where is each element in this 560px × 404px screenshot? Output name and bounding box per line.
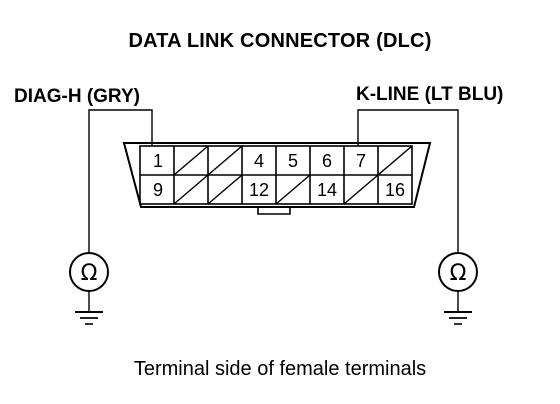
pin-7: 7 (356, 151, 366, 171)
pin-1: 1 (153, 151, 163, 171)
diag-h-label: DIAG-H (GRY) (14, 86, 140, 107)
connector-lock-tab (257, 207, 291, 215)
ohmmeter-icon-left: Ω (69, 252, 109, 292)
ohm-symbol-right: Ω (450, 261, 467, 286)
pin-12: 12 (249, 180, 269, 200)
pin-5: 5 (288, 151, 298, 171)
pin-16: 16 (385, 180, 405, 200)
pin-14: 14 (317, 180, 337, 200)
diagram-title: DATA LINK CONNECTOR (DLC) (128, 30, 432, 52)
right-probe-wire (357, 109, 459, 253)
pin-9: 9 (153, 180, 163, 200)
pin-6: 6 (322, 151, 332, 171)
caption: Terminal side of female terminals (133, 358, 427, 380)
connector-body (122, 142, 432, 208)
ohm-symbol-left: Ω (81, 261, 98, 286)
ground-icon-right (444, 291, 472, 325)
pin-4: 4 (254, 151, 264, 171)
left-probe-wire (88, 109, 153, 253)
ohmmeter-icon-right: Ω (438, 252, 478, 292)
ground-icon-left (75, 291, 103, 325)
k-line-label: K-LINE (LT BLU) (356, 84, 504, 105)
unused-cavity-marks (173, 145, 413, 205)
